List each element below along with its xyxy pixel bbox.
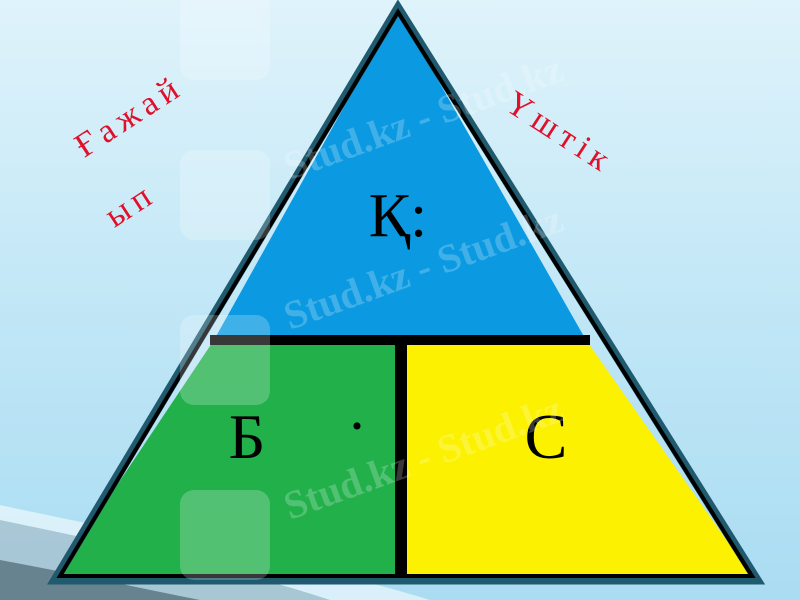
top-section — [214, 10, 586, 340]
bottom-right-section — [401, 340, 753, 578]
watermark-logo-4 — [180, 490, 270, 580]
multiply-sign: · — [347, 393, 367, 459]
triangle-outline-inner — [56, 8, 756, 578]
triangle-diagram — [47, 0, 766, 585]
watermark-logo-2 — [180, 150, 270, 240]
bottom-right-label: С — [525, 401, 568, 472]
top-section-label: Қ: — [369, 182, 428, 250]
bottom-left-label: Б — [229, 401, 266, 472]
watermark-logo-3 — [180, 315, 270, 405]
watermark-logo-1 — [180, 0, 270, 80]
triangle-outline — [47, 0, 766, 585]
bottom-left-section — [55, 340, 401, 578]
